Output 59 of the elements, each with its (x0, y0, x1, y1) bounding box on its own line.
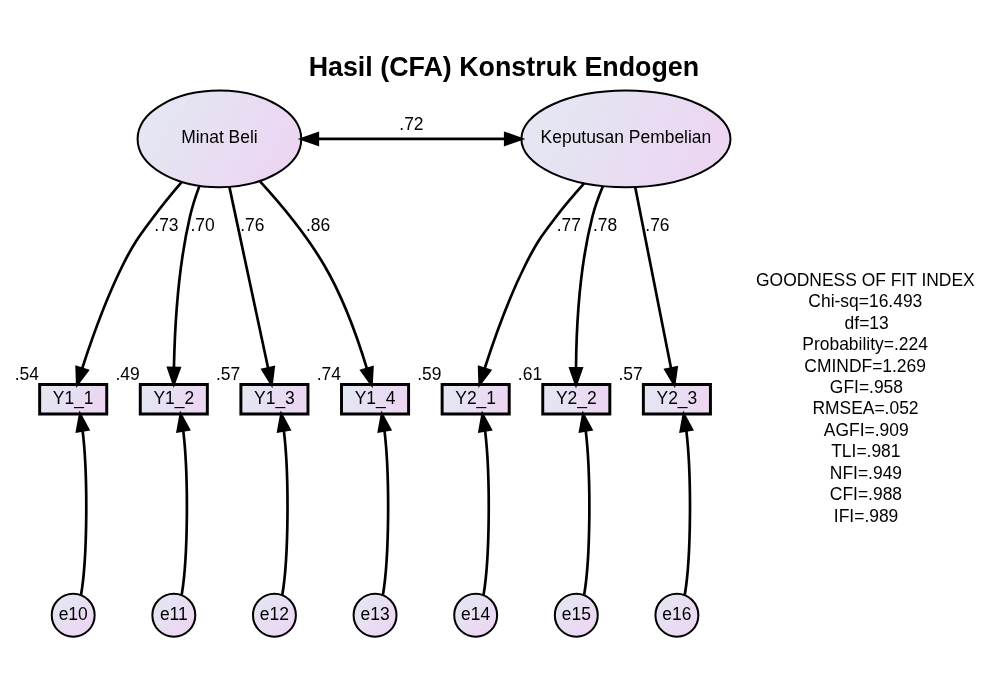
node-box: Y1_3 (239, 382, 310, 415)
edge-label: .86 (305, 214, 331, 235)
label: IFI=.989 (833, 505, 899, 526)
label: RMSEA=.052 (812, 397, 919, 418)
node-label: .61 (517, 363, 543, 384)
arrow (166, 185, 201, 388)
label: Chi-sq=16.493 (808, 290, 923, 311)
node-label: .57 (618, 363, 643, 384)
arrow (477, 410, 493, 595)
arrow (297, 130, 526, 146)
node-label: .59 (417, 363, 442, 384)
arrow (377, 410, 393, 595)
node-box: Y1_4 (340, 382, 411, 415)
arrow (679, 410, 694, 595)
edge-label: .76 (645, 214, 670, 235)
diagram-title: Hasil (CFA) Konstruk Endogen (308, 51, 700, 82)
edge-label: .70 (190, 214, 215, 235)
node-circle: e15 (553, 592, 599, 638)
arrow (75, 180, 183, 388)
label: df=13 (844, 312, 889, 333)
arrow (578, 410, 594, 595)
node-box: Y1_1 (38, 382, 109, 415)
node-box: Y2_1 (440, 382, 511, 415)
label: NFI=.949 (829, 462, 903, 483)
label: CFI=.988 (829, 483, 903, 504)
arrow (176, 410, 191, 595)
arrow (259, 180, 374, 388)
arrow (276, 410, 292, 595)
node-label: .57 (216, 363, 241, 384)
arrow (228, 186, 276, 388)
node-box: Y1_2 (138, 382, 209, 415)
node-ellipse: Minat Beli (136, 89, 303, 188)
node-ellipse: Keputusan Pembelian (520, 89, 732, 188)
label: GFI=.958 (829, 376, 904, 397)
node-circle: e13 (352, 592, 398, 638)
label: GOODNESS OF FIT INDEX (756, 269, 975, 290)
node-box: Y2_3 (641, 382, 712, 415)
node-label: .74 (316, 363, 341, 384)
arrow (568, 185, 605, 388)
edge-label: .76 (240, 214, 265, 235)
label: TLI=.981 (831, 440, 901, 461)
label: Probability=.224 (802, 333, 928, 354)
edge-label: .72 (399, 113, 424, 134)
node-circle: e11 (151, 592, 197, 638)
node-circle: e12 (251, 592, 297, 638)
edge-label: .78 (593, 214, 618, 235)
edge-label: .73 (154, 214, 179, 235)
node-circle: e14 (453, 592, 499, 638)
node-label: .54 (14, 363, 40, 384)
arrow (633, 186, 679, 388)
arrow (75, 410, 91, 595)
node-circle: e10 (50, 592, 96, 638)
node-box: Y2_2 (541, 382, 612, 415)
label: AGFI=.909 (823, 419, 909, 440)
node-label: .49 (115, 363, 140, 384)
label: CMINDF=1.269 (804, 355, 926, 376)
node-circle: e16 (654, 592, 700, 638)
edge-label: .77 (556, 214, 582, 235)
arrow (477, 181, 586, 388)
